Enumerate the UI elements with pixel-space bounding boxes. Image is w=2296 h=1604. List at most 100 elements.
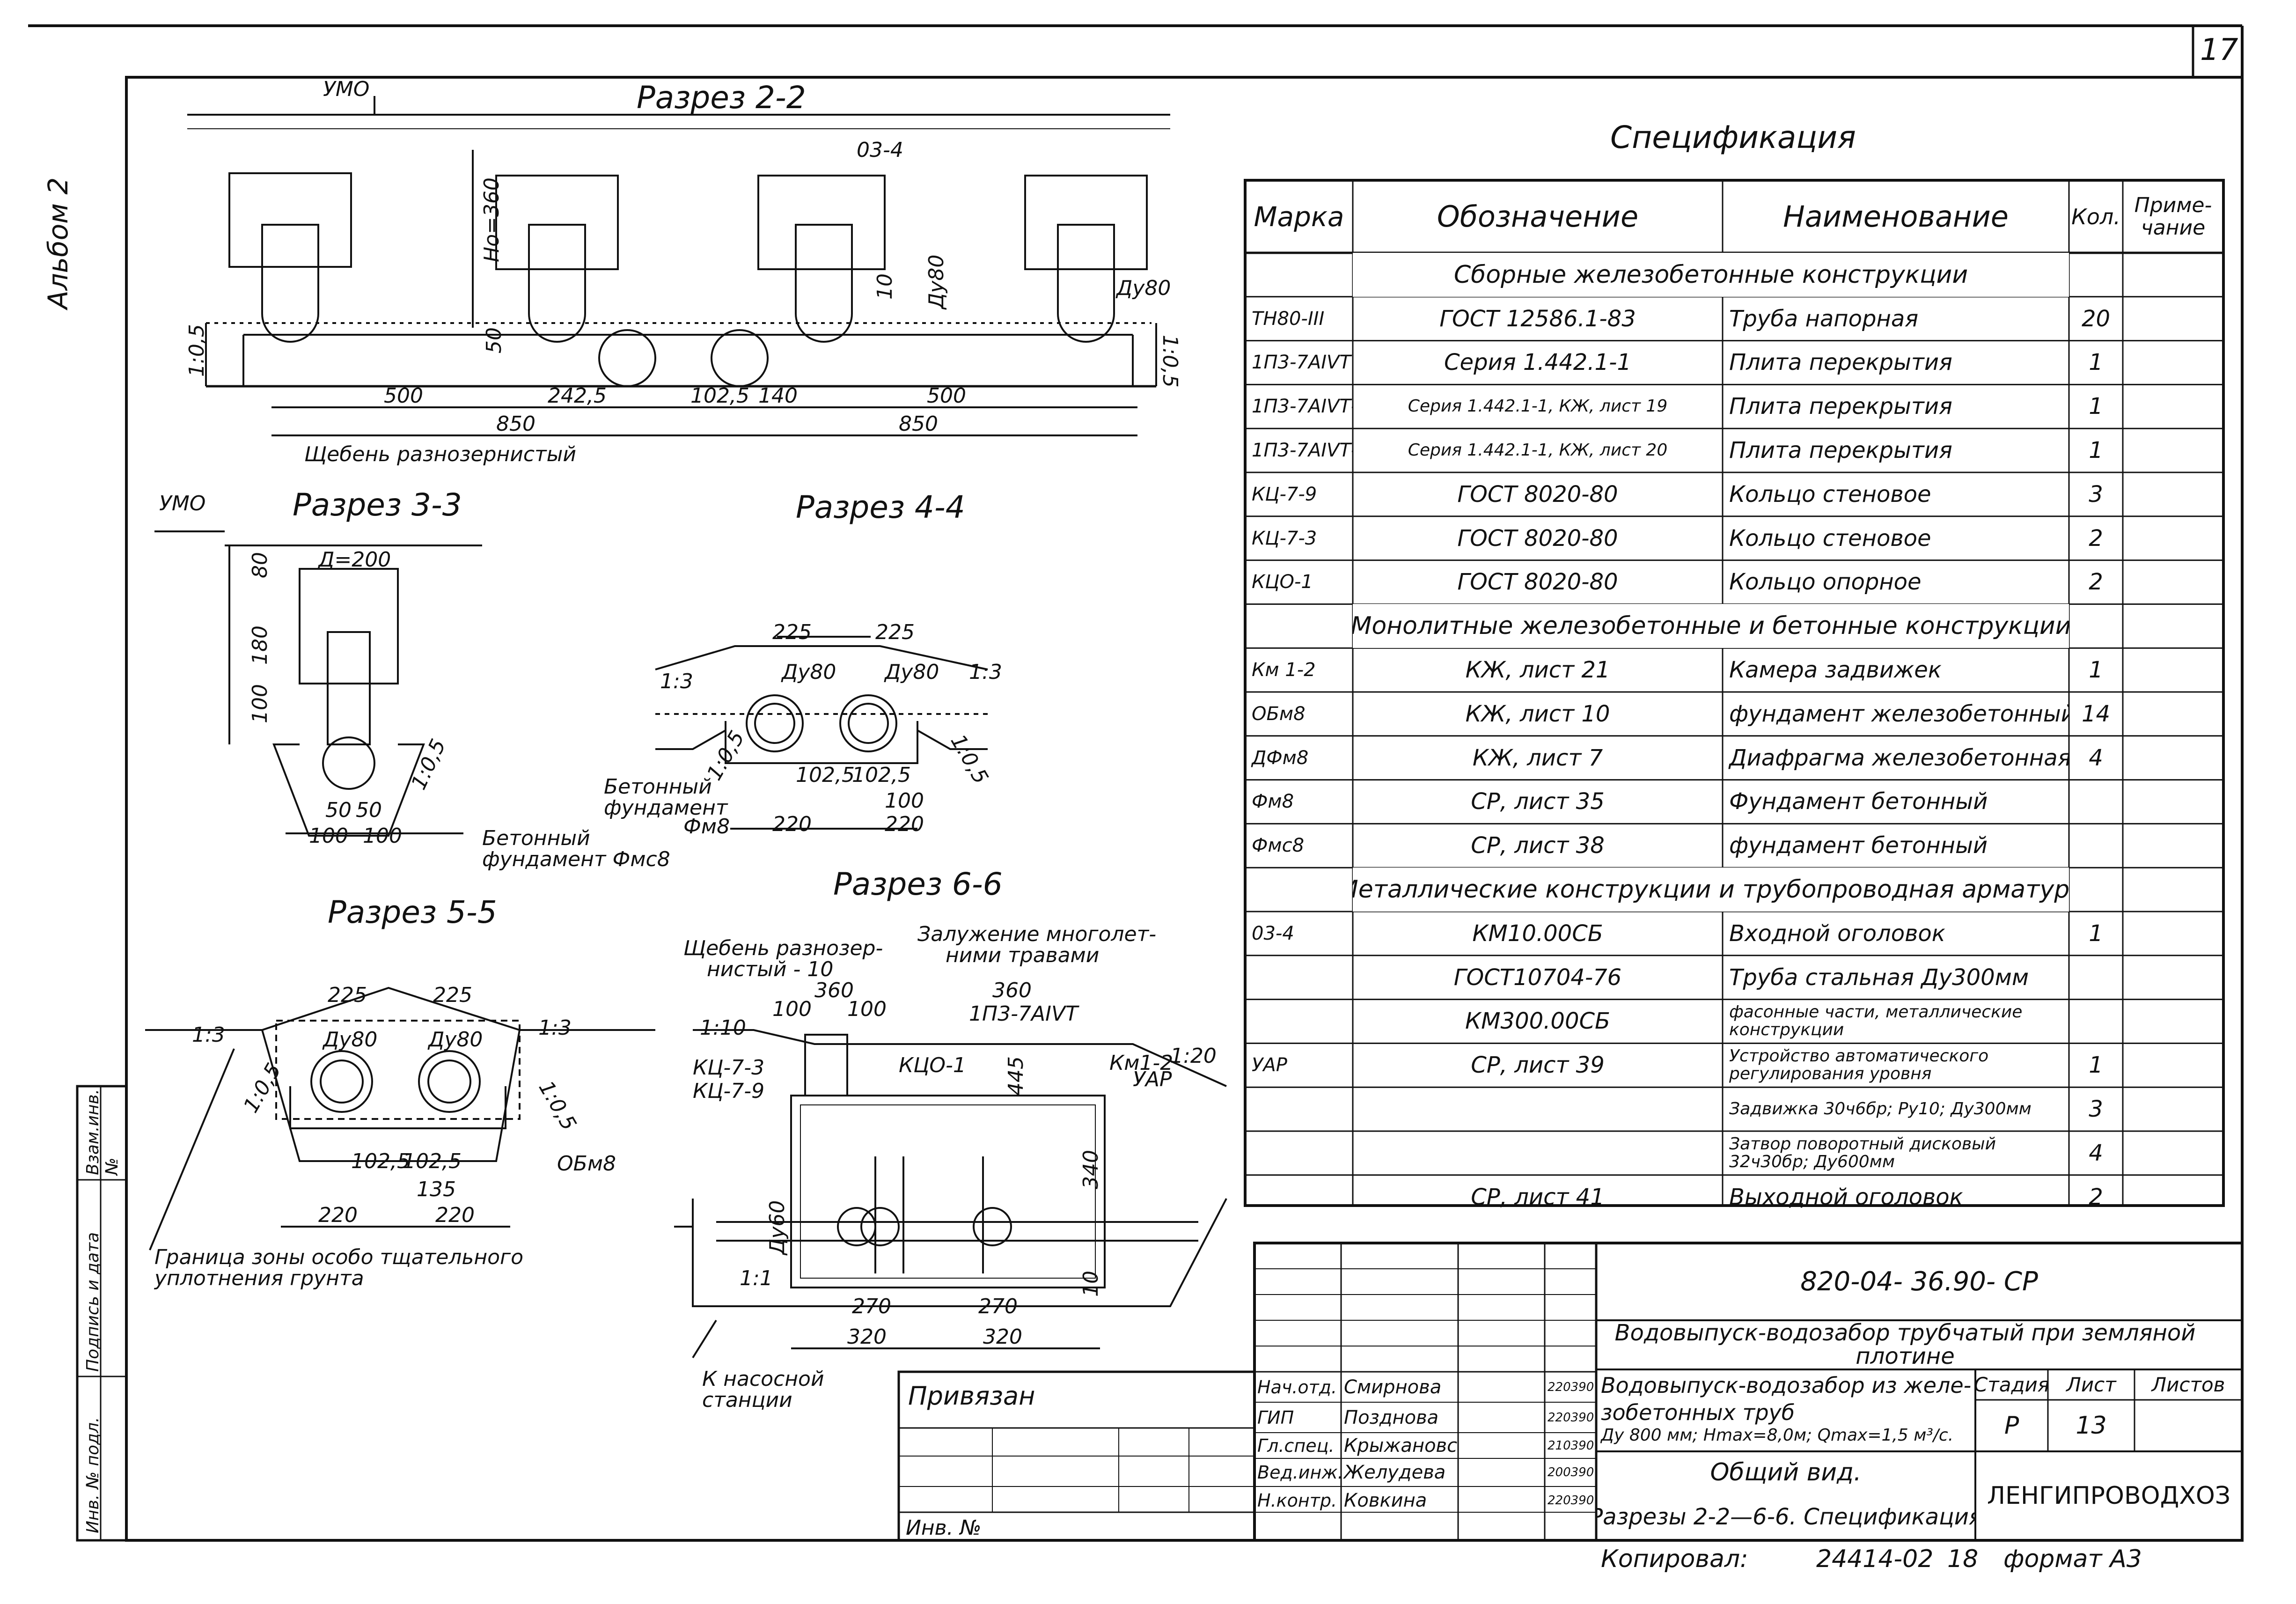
svg-text:50: 50	[356, 798, 382, 822]
svg-text:100: 100	[309, 824, 348, 848]
svg-text:1П3-7АIVТ: 1П3-7АIVТ	[969, 1002, 1079, 1026]
svg-text:Но=360: Но=360	[480, 177, 504, 262]
spec-cell: 1	[2089, 437, 2103, 464]
spec-header-note: Приме-чание	[2134, 193, 2212, 240]
svg-text:Фм8: Фм8	[683, 815, 730, 839]
spec-cell: КЦ-7-3	[1252, 527, 1317, 549]
signature-name: Позднова	[1344, 1406, 1439, 1428]
svg-text:Бетонный: Бетонный	[604, 775, 712, 799]
svg-text:500: 500	[384, 384, 423, 408]
spec-cell: 1	[2089, 349, 2103, 376]
svg-text:50: 50	[325, 798, 352, 822]
spec-cell: КЖ, лист 21	[1465, 657, 1610, 684]
spec-cell: Труба стальная Ду300мм	[1729, 964, 2029, 991]
svg-text:Км1-2: Км1-2	[1109, 1051, 1173, 1075]
svg-text:225: 225	[328, 983, 367, 1007]
section-3-3-title: Разрез 3-3	[293, 487, 462, 523]
spec-cell: СР, лист 39	[1471, 1052, 1605, 1079]
spec-cell: 2	[2089, 1184, 2103, 1210]
organization: ЛЕНГИПРОВОДХОЗ	[1987, 1482, 2231, 1510]
sheet-description: Разрезы 2-2—6-6. Спецификация	[1596, 1504, 1975, 1530]
svg-text:Ду80: Ду80	[884, 660, 939, 684]
signature-role: Вед.инж.	[1257, 1462, 1341, 1483]
svg-text:Бетонный: Бетонный	[482, 826, 590, 850]
svg-text:360: 360	[992, 979, 1032, 1002]
signature-date: 210390	[1548, 1438, 1594, 1453]
section-6-6-title: Разрез 6-6	[833, 866, 1003, 902]
svg-text:102,5: 102,5	[690, 384, 749, 408]
svg-text:320: 320	[847, 1325, 887, 1349]
spec-cell: 3	[2089, 1096, 2103, 1123]
svg-text:КЦО-1: КЦО-1	[899, 1053, 966, 1077]
spec-cell: СР, лист 38	[1471, 832, 1605, 859]
spec-cell: фундамент железобетонный	[1729, 700, 2069, 727]
spec-cell: Труба напорная	[1729, 305, 1919, 332]
svg-text:К насосной: К насосной	[702, 1367, 824, 1391]
svg-text:ОБм8: ОБм8	[557, 1152, 616, 1176]
copied-label: Копировал:	[1601, 1545, 1748, 1573]
sheet-value: 13	[2076, 1412, 2107, 1440]
spec-cell: ГОСТ 8020-80	[1457, 525, 1618, 552]
stage-header: Стадия	[1975, 1373, 2048, 1396]
svg-text:850: 850	[496, 412, 535, 436]
signature-date: 220390	[1548, 1494, 1594, 1508]
svg-text:270: 270	[978, 1295, 1018, 1318]
svg-text:10: 10	[1079, 1271, 1103, 1297]
svg-text:100: 100	[847, 997, 887, 1021]
spec-cell: 14	[2081, 700, 2111, 727]
spec-cell: Устройство автоматического регулирования…	[1729, 1046, 1989, 1084]
svg-text:Граница зоны особо тщательного: Граница зоны особо тщательного	[154, 1245, 523, 1269]
spec-cell: ГОСТ 8020-80	[1457, 569, 1618, 596]
inventory-number-label: Инв. №	[906, 1516, 982, 1540]
svg-text:1:3: 1:3	[660, 670, 693, 693]
spec-cell: 1	[2089, 1052, 2103, 1079]
spec-cell: 20	[2081, 305, 2111, 332]
svg-text:242,5: 242,5	[548, 384, 607, 408]
spec-cell: фасонные части, металлические конструкци…	[1729, 1002, 2023, 1040]
object-name-line-3: Ду 800 мм; Нmax=8,0м; Qmax=1,5 м³/с.	[1601, 1426, 1954, 1445]
spec-cell: ДФм8	[1252, 747, 1309, 769]
sheet-number: 17	[2200, 33, 2238, 67]
svg-text:КЦ-7-9: КЦ-7-9	[693, 1079, 764, 1103]
signature-date: 220390	[1548, 1410, 1594, 1425]
spec-cell: Плита перекрытия	[1729, 437, 1952, 464]
spec-cell: Км 1-2	[1252, 659, 1316, 681]
svg-text:Ду80: Ду80	[427, 1028, 483, 1052]
project-name: Водовыпуск-водозабор трубчатый при земля…	[1614, 1321, 2196, 1368]
spec-cell: УАР	[1252, 1054, 1287, 1076]
spec-group-heading: Монолитные железобетонные и бетонные кон…	[1353, 604, 2069, 648]
spec-cell: 1	[2089, 657, 2103, 684]
spec-header-qty: Кол.	[2071, 204, 2120, 229]
spec-cell: 4	[2089, 1140, 2103, 1166]
svg-text:Ду80: Ду80	[924, 255, 948, 310]
spec-cell: 1П3-7АIVТ-II	[1252, 440, 1353, 462]
stage-value: Р	[2004, 1412, 2019, 1440]
spec-cell: фундамент бетонный	[1729, 832, 1988, 859]
spec-cell: Задвижка 30ч6бр; Ру10; Ду300мм	[1729, 1099, 2032, 1119]
signature-role: ГИП	[1257, 1407, 1294, 1428]
svg-text:Щебень разнозер-: Щебень разнозер-	[683, 936, 883, 960]
section-4-4-title: Разрез 4-4	[796, 489, 965, 525]
svg-text:03-4: 03-4	[857, 138, 903, 162]
svg-text:Ду80: Ду80	[781, 660, 836, 684]
spec-cell: Плита перекрытия	[1729, 393, 1952, 420]
spec-cell: Фундамент бетонный	[1729, 788, 1988, 815]
spec-cell: Серия 1.442.1-1	[1444, 349, 1631, 376]
object-name-line-1: Водовыпуск-водозабор из желе-	[1601, 1373, 1972, 1398]
sheets-value	[2135, 1400, 2242, 1451]
svg-text:140: 140	[758, 384, 798, 408]
paper-format: формат А3	[2003, 1545, 2142, 1573]
spec-cell: КЖ, лист 10	[1465, 700, 1610, 727]
svg-text:УМО: УМО	[159, 492, 205, 515]
svg-text:Залужение многолет-: Залужение многолет-	[917, 922, 1156, 946]
copy-number: 24414-02	[1816, 1545, 1934, 1573]
document-code: 820-04- 36.90- СР	[1800, 1266, 2038, 1297]
svg-text:УАР: УАР	[1133, 1067, 1172, 1091]
svg-text:станции: станции	[702, 1388, 792, 1412]
svg-text:270: 270	[852, 1295, 891, 1318]
section-5-5-title: Разрез 5-5	[328, 894, 497, 930]
